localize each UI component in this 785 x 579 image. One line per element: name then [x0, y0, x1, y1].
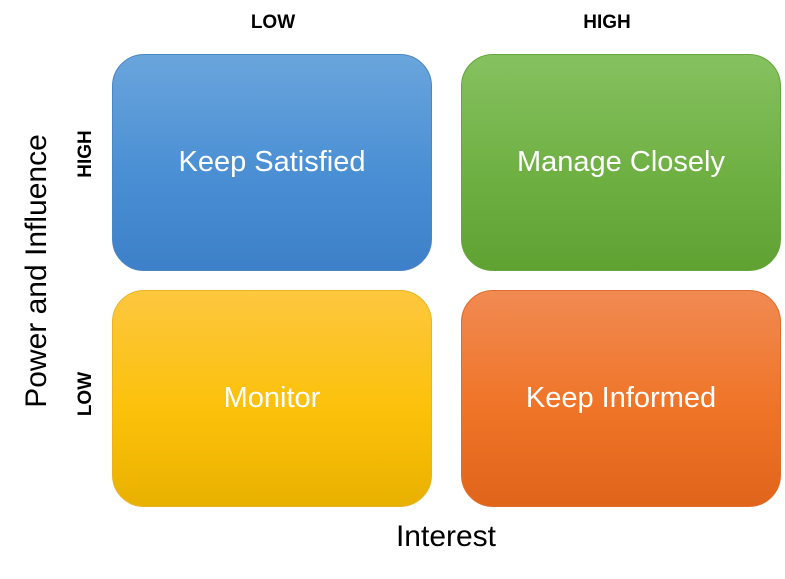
column-label-high: HIGH: [583, 12, 631, 33]
quadrant-keep-informed: Keep Informed: [461, 290, 781, 507]
quadrant-monitor: Monitor: [112, 290, 432, 507]
column-label-low: LOW: [250, 12, 296, 33]
x-axis-title: Interest: [395, 520, 497, 553]
quadrant-label: Manage Closely: [517, 146, 725, 178]
row-label-low: LOW: [75, 371, 96, 417]
quadrant-label: Monitor: [223, 382, 321, 414]
quadrant-manage-closely: Manage Closely: [461, 54, 781, 271]
row-label-high: HIGH: [75, 130, 96, 178]
y-axis-title: Power and Influence: [20, 134, 53, 408]
quadrant-label: Keep Informed: [525, 382, 717, 414]
quadrant-keep-satisfied: Keep Satisfied: [112, 54, 432, 271]
quadrant-label: Keep Satisfied: [178, 146, 366, 178]
